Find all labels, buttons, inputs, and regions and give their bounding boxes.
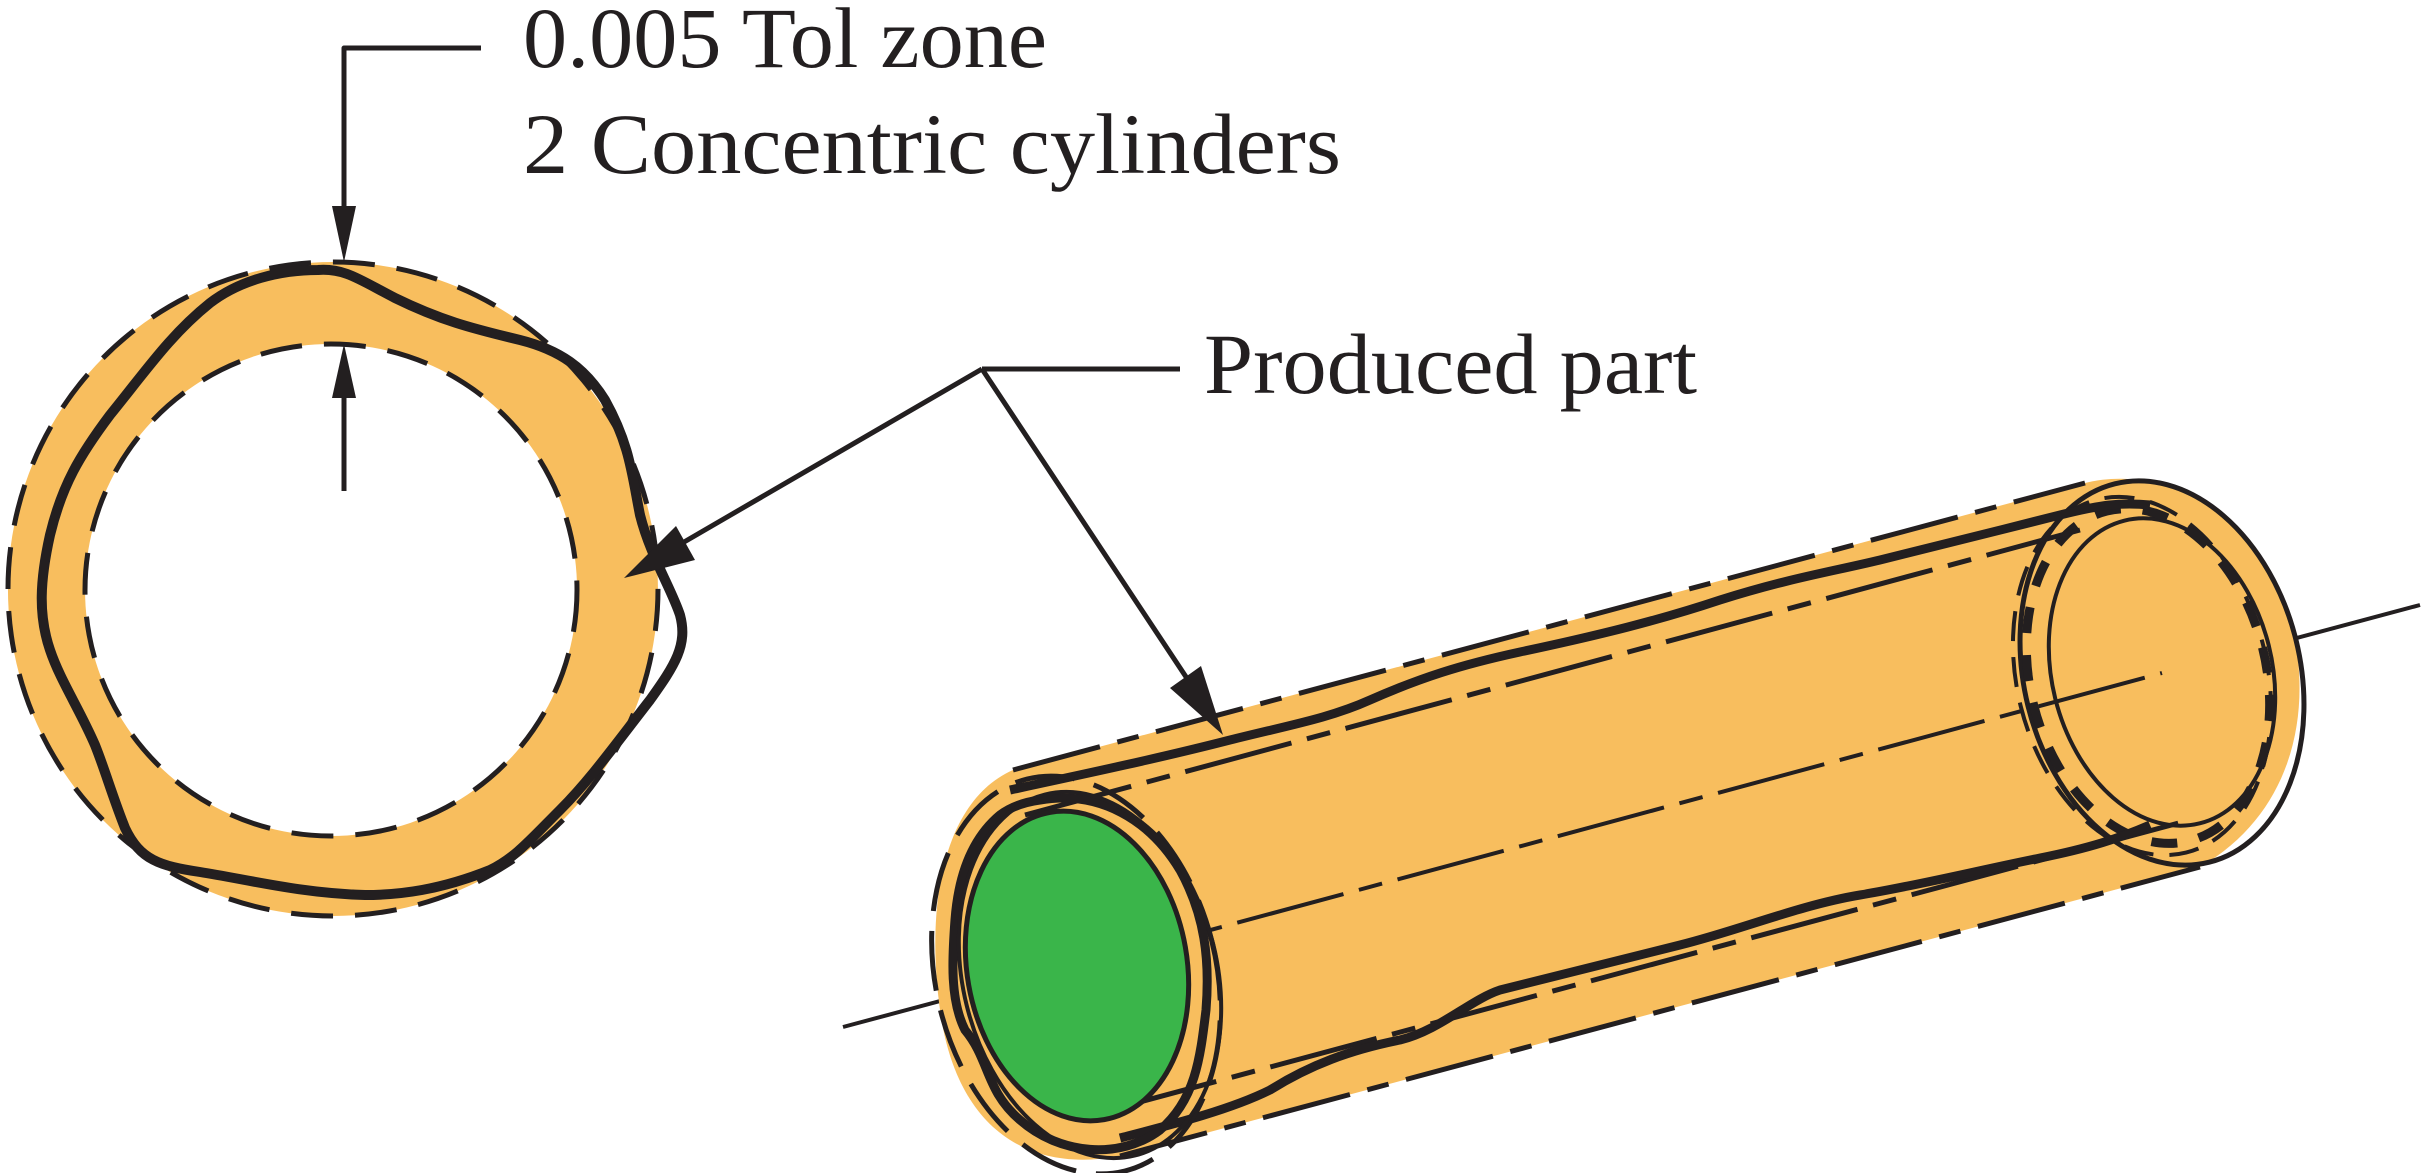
outer-boundary-bottom-edge (1119, 864, 2201, 1159)
tol-zone-arrowhead-down (332, 206, 356, 262)
inner-boundary-circle (82, 341, 580, 839)
produced-part-bottom-surface (1118, 820, 2152, 1143)
cylinder-centerline (1076, 671, 2163, 968)
cross-section-view (5, 45, 688, 919)
produced-part-label: Produced part (1204, 316, 1697, 412)
front-end-face (967, 813, 1187, 1119)
tol-zone-arrowhead-up (332, 344, 356, 398)
produced-part-leader-to-cylinder (979, 367, 1201, 697)
isometric-cylinder-view (842, 478, 2421, 1173)
back-end-hidden-outer-ellipse (2010, 494, 2274, 858)
produced-part-arrowhead-cylinder (1170, 666, 1223, 735)
front-end-rim-ellipse (956, 789, 1224, 1161)
front-end-face-outline (962, 808, 1192, 1124)
produced-part-top-surface (1009, 499, 2151, 795)
back-end-outer-ellipse (2017, 478, 2307, 868)
tol-zone-label-line2: 2 Concentric cylinders (523, 96, 1341, 192)
produced-part-leader-to-section (658, 366, 984, 559)
tol-zone-leader-line (341, 45, 481, 232)
outer-boundary-circle (5, 259, 661, 919)
outer-boundary-top-edge (1012, 480, 2086, 773)
produced-part-arrowhead-section (624, 526, 695, 578)
tol-zone-label-line1: 0.005 Tol zone (523, 0, 1047, 86)
produced-part-profile (36, 264, 688, 900)
inner-boundary-top-edge (1024, 527, 2081, 818)
back-end-inner-ellipse (2046, 516, 2278, 828)
produced-part-callout (624, 366, 1223, 735)
